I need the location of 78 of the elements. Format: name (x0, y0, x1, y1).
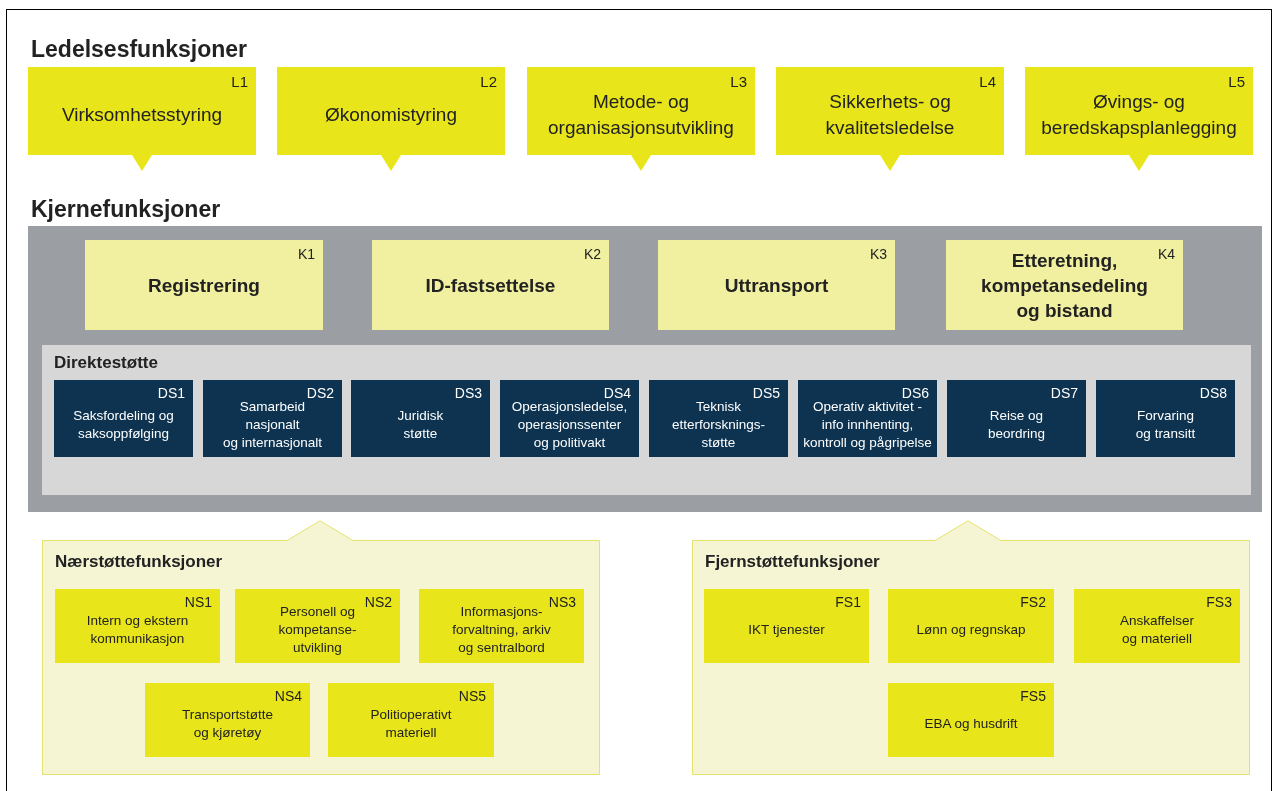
function-label: ID-fastsettelse (425, 273, 556, 298)
function-code: FS3 (1206, 593, 1232, 611)
callout-box (527, 67, 755, 171)
function-label: Intern og ekstern kommunikasjon (85, 612, 190, 648)
function-code: K4 (1157, 245, 1175, 264)
function-code: NS1 (184, 593, 212, 611)
function-code: NS2 (364, 593, 392, 611)
function-code: NS4 (274, 687, 302, 705)
core-function-box (946, 240, 1183, 330)
panel-heading: Nærstøttefunksjoner (55, 551, 223, 573)
callout-panel (42, 520, 600, 775)
support-function-box (704, 589, 869, 663)
function-label: Informasjons-forvaltning, arkiv og sentralbord (451, 604, 551, 657)
core-function-box (372, 240, 609, 330)
function-code: L1 (231, 72, 248, 92)
support-function-box (798, 380, 937, 457)
function-label: Uttransport (724, 273, 829, 298)
callout-box (1025, 67, 1253, 171)
function-code: L2 (480, 72, 497, 92)
function-code: K1 (297, 245, 315, 264)
function-label: EBA og husdrift (924, 715, 1018, 733)
section-heading: Kjernefunksjoner (31, 195, 221, 224)
support-function-box (203, 380, 342, 457)
function-code: DS1 (157, 384, 185, 402)
support-function-box (888, 589, 1054, 663)
support-function-box (145, 683, 310, 757)
function-label: Politioperativt materiell (369, 706, 453, 742)
support-function-box (54, 380, 193, 457)
support-function-box (419, 589, 584, 663)
function-label: Sikkerhets- og kvalitetsledelse (824, 90, 956, 140)
support-panel (42, 345, 1251, 495)
support-function-box (888, 683, 1054, 757)
function-label: Juridisk støtte (396, 406, 445, 443)
support-function-box (947, 380, 1086, 457)
function-code: FS1 (835, 593, 861, 611)
function-code: L3 (730, 72, 747, 92)
function-label: Personell og kompetanse-utvikling (277, 603, 358, 657)
core-function-box (85, 240, 323, 330)
function-code: DS8 (1199, 384, 1227, 402)
callout-panel (692, 520, 1250, 775)
panel-heading: Direktestøtte (54, 353, 158, 373)
function-label: Økonomistyring (325, 103, 457, 127)
function-label: Øvings- og beredskapsplanlegging (1040, 90, 1238, 140)
callout-box (776, 67, 1004, 171)
function-label: Virksomhetsstyring (61, 103, 223, 127)
support-function-box (649, 380, 788, 457)
support-function-box (328, 683, 494, 757)
support-function-box (1074, 589, 1240, 663)
function-label: IKT tjenester (748, 621, 825, 639)
function-label: Forvaring og transitt (1134, 406, 1197, 443)
function-code: K2 (583, 245, 601, 264)
support-function-box (55, 589, 220, 663)
function-label: Transportstøtte og kjøretøy (181, 706, 274, 742)
function-code: NS3 (548, 593, 576, 611)
function-code: L5 (1228, 72, 1245, 92)
function-label: Lønn og regnskap (916, 621, 1026, 639)
function-code: DS3 (454, 384, 482, 402)
function-code: FS2 (1020, 593, 1046, 611)
support-function-box (1096, 380, 1235, 457)
function-code: FS5 (1020, 687, 1046, 705)
function-code: L4 (979, 72, 996, 92)
function-label: Reise og beordring (986, 406, 1046, 443)
callout-box (277, 67, 505, 171)
function-code: DS7 (1050, 384, 1078, 402)
function-code: K3 (869, 245, 887, 264)
support-function-box (351, 380, 490, 457)
section-heading: Ledelsesfunksjoner (31, 35, 248, 64)
support-function-box (500, 380, 639, 457)
function-label: Registrering (148, 273, 260, 298)
support-function-box (235, 589, 400, 663)
function-code: NS5 (458, 687, 486, 705)
panel-heading: Fjernstøttefunksjoner (705, 551, 880, 573)
callout-box (28, 67, 256, 171)
core-function-box (658, 240, 895, 330)
function-label: Etteretning, kompetansedeling og bistand (980, 248, 1149, 323)
function-label: Saksfordeling og saksoppfølging (72, 406, 175, 443)
function-label: Metode- og organisasjonsutvikling (547, 90, 735, 140)
function-label: Anskaffelser og materiell (1118, 612, 1195, 648)
